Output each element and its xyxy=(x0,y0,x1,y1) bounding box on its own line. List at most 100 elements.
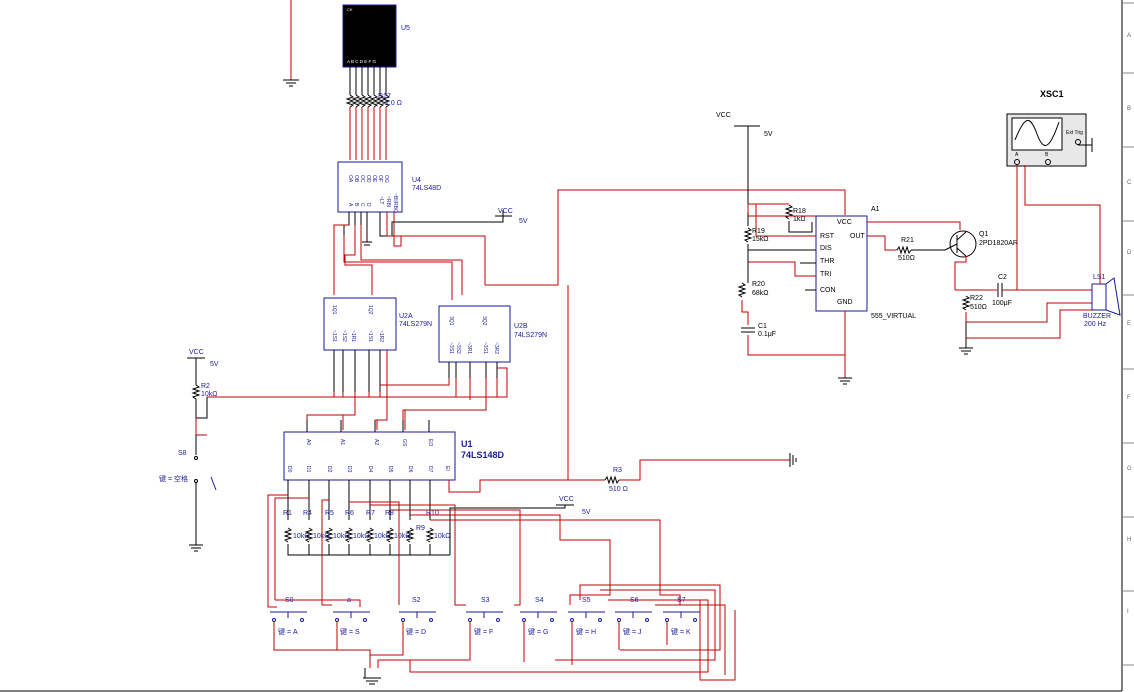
svg-text:OB: OB xyxy=(353,175,359,183)
svg-text:S3: S3 xyxy=(481,597,490,604)
r8-ref: R8 xyxy=(385,510,394,517)
r1-ref: R1 xyxy=(283,510,292,517)
svg-text:1Q2: 1Q2 xyxy=(367,305,373,315)
r7-ref: R7 xyxy=(366,510,375,517)
svg-text:GND: GND xyxy=(837,299,853,306)
vcc-timer-label: VCC xyxy=(716,112,731,119)
svg-text:键 = S: 键 = S xyxy=(340,627,360,636)
vcc-mid-label: VCC xyxy=(498,208,513,215)
latch-u2b[interactable]: 3Q1 3Q2 ~3S1 ~3S2 ~3R1 ~3S1 ~3R2 U2B 74L… xyxy=(438,305,547,363)
transistor-q1[interactable]: Q1 2PD1820AR xyxy=(944,230,1018,290)
resistor-array-r17[interactable]: R17 1.0 Ω xyxy=(345,67,402,160)
r22-value: 510Ω xyxy=(970,304,987,311)
switch-s0[interactable]: S0 键 = A xyxy=(270,597,307,636)
timer-nets: VCC 5V R18 1kΩ R19 15kΩ R20 68kΩ C1 0.1μ… xyxy=(716,112,961,385)
top-ground-net xyxy=(283,0,299,87)
svg-text:VCC: VCC xyxy=(837,219,852,226)
encoder-u1[interactable]: A0 A1 A2 GS EO D0 D1 D2 D3 D4 D5 D6 D7 E… xyxy=(283,431,505,481)
r20-ref: R20 xyxy=(752,281,765,288)
pullup-resistor-row[interactable]: R1 R4 R5 R6 R7 R8 R9 R10 10kΩ 10kΩ 10kΩ … xyxy=(283,480,591,556)
switch-s3[interactable]: S3 键 = F xyxy=(466,597,503,636)
q1-part: 2PD1820AR xyxy=(979,240,1018,247)
latch-u2a[interactable]: 1Q1 1Q2 ~1S1 ~1S2 ~1R1 ~1S1 ~1R2 U2A 74L… xyxy=(323,297,432,351)
switch-s7[interactable]: S7 键 = K xyxy=(663,597,700,636)
svg-text:A2: A2 xyxy=(373,439,379,445)
svg-text:~3S1: ~3S1 xyxy=(482,342,488,354)
r5-value: 10kΩ xyxy=(333,533,350,540)
svg-text:键 = F: 键 = F xyxy=(474,627,493,636)
svg-text:D4: D4 xyxy=(367,466,373,473)
timer-part: 555_VIRTUAL xyxy=(871,313,916,320)
vcc-left-volts: 5V xyxy=(210,361,219,368)
svg-text:键 = K: 键 = K xyxy=(671,627,691,636)
decoder-u4[interactable]: OA OB OC OD OE OF OG A B C D ~LT ~RBI ~B… xyxy=(337,161,441,213)
svg-text:S7: S7 xyxy=(677,597,686,604)
svg-text:~3S2: ~3S2 xyxy=(455,342,461,354)
border-row-i: I xyxy=(1127,609,1129,615)
output-stage[interactable]: C2 100μF R22 510Ω LS1 BUZZER 200 Hz xyxy=(955,274,1121,355)
r3-resistor[interactable]: R3 510 Ω xyxy=(448,285,797,493)
switch-s4[interactable]: S4 键 = G xyxy=(520,597,557,636)
r22-ref: R22 xyxy=(970,295,983,302)
r21-value: 510Ω xyxy=(898,255,915,262)
svg-text:EI: EI xyxy=(444,466,450,471)
switch-s2[interactable]: S2 键 = D xyxy=(399,597,436,636)
svg-text:D6: D6 xyxy=(407,466,413,473)
svg-text:D7: D7 xyxy=(427,466,433,473)
u4-part: 74LS48D xyxy=(412,185,441,192)
c1-value: 0.1μF xyxy=(758,331,776,338)
oscilloscope-xsc1[interactable]: XSC1 Ext Trig A B xyxy=(1006,89,1101,290)
svg-text:3Q2: 3Q2 xyxy=(481,316,487,326)
svg-text:D: D xyxy=(365,203,371,207)
r10-value: 10kΩ xyxy=(434,533,451,540)
svg-text:D0: D0 xyxy=(286,466,292,473)
r18-value: 1kΩ xyxy=(793,216,806,223)
r17-ref: R17 xyxy=(378,93,391,100)
border-row-a: A xyxy=(1127,33,1131,39)
svg-text:B: B xyxy=(353,203,359,207)
switch-s1[interactable]: a 键 = S xyxy=(333,597,370,636)
switch-s5[interactable]: S5 键 = H xyxy=(568,597,605,636)
svg-text:TRI: TRI xyxy=(820,271,831,278)
r6-ref: R6 xyxy=(345,510,354,517)
svg-text:OD: OD xyxy=(365,175,371,183)
reset-switch-circuit[interactable]: VCC 5V R2 10kΩ S8 键 = 空格 xyxy=(159,349,219,552)
svg-text:OF: OF xyxy=(377,175,383,182)
svg-text:S6: S6 xyxy=(630,597,639,604)
svg-text:~3R1: ~3R1 xyxy=(466,342,472,354)
svg-text:S2: S2 xyxy=(412,597,421,604)
r19-value: 15kΩ xyxy=(752,236,769,243)
vcc-timer-volts: 5V xyxy=(764,131,773,138)
r6-value: 10kΩ xyxy=(353,533,370,540)
svg-text:GS: GS xyxy=(401,439,407,447)
display-ref: U5 xyxy=(401,25,410,32)
u2b-part: 74LS279N xyxy=(514,332,547,339)
svg-text:C: C xyxy=(359,203,365,207)
r9-ref: R9 xyxy=(416,525,425,532)
r2-value: 10kΩ xyxy=(201,391,218,398)
svg-text:EO: EO xyxy=(427,439,433,446)
r21-ref: R21 xyxy=(901,237,914,244)
seven-segment-display[interactable]: CK A B C D E F G U5 xyxy=(342,4,410,68)
u2a-part: 74LS279N xyxy=(399,321,432,328)
display-segment-labels: A B C D E F G xyxy=(347,59,377,64)
switch-s6[interactable]: S6 键 = J xyxy=(615,597,652,636)
svg-text:3Q1: 3Q1 xyxy=(448,316,454,326)
svg-text:键 = J: 键 = J xyxy=(623,627,641,636)
svg-text:键 = D: 键 = D xyxy=(406,627,426,636)
svg-text:~1S1: ~1S1 xyxy=(331,330,337,342)
timer-555[interactable]: VCC RST DIS THR TRI CON OUT GND A1 555_V… xyxy=(815,206,916,320)
border-row-h: H xyxy=(1127,537,1131,543)
r3-ref: R3 xyxy=(613,467,622,474)
r3-value: 510 Ω xyxy=(609,486,628,493)
u1-output-nets xyxy=(306,409,430,432)
svg-text:S4: S4 xyxy=(535,597,544,604)
r20-value: 68kΩ xyxy=(752,290,769,297)
svg-text:S5: S5 xyxy=(582,597,591,604)
xsc1-ref: XSC1 xyxy=(1040,89,1064,99)
svg-text:键 = A: 键 = A xyxy=(278,627,298,636)
svg-text:a: a xyxy=(347,597,351,604)
border-row-f: F xyxy=(1127,395,1131,401)
svg-text:~RBI: ~RBI xyxy=(385,196,391,207)
